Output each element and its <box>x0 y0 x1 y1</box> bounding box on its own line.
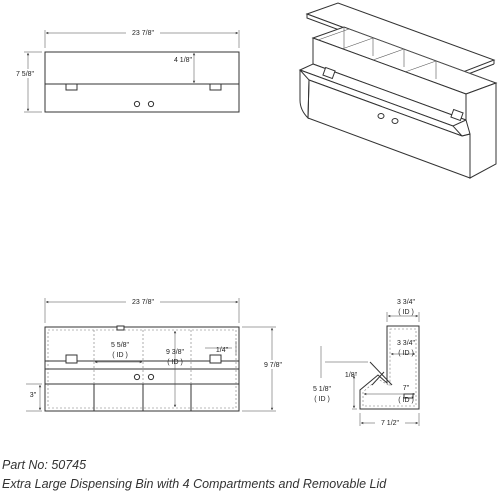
part-number: Part No: 50745 <box>2 458 87 472</box>
latch-left-open <box>65 354 78 364</box>
compartment-width-label: 5 5/8" <box>111 342 130 349</box>
inner-depth-label: 3 3/4" <box>397 340 416 347</box>
front-view-with-lid: 23 7/8" 7 5/8" 4 1/8" <box>10 28 240 113</box>
total-depth-label: 7 1/2" <box>381 420 400 427</box>
wall-thickness-label: 1/4" <box>216 347 229 354</box>
latch-right <box>209 83 222 91</box>
iso-hole-right <box>391 118 399 124</box>
side-profile-view: 3 3/4" ( ID ) 3 3/4" ( ID ) 1/8" 5 1/8" … <box>313 299 420 427</box>
iso-latch-right <box>450 108 464 122</box>
slot-label: 1/8" <box>345 372 358 379</box>
hole-left <box>133 100 141 108</box>
lid-height-label: 4 1/8" <box>174 57 193 64</box>
inner-depth-id: ( ID ) <box>398 350 414 357</box>
isometric-view <box>298 2 498 179</box>
iso-hole-left <box>377 113 385 119</box>
latch-right-open <box>209 354 222 364</box>
compartment-width-id: ( ID ) <box>112 352 128 359</box>
lower-height-label: 5 1/8" <box>313 386 332 393</box>
iso-latch-left <box>322 66 336 80</box>
front-lid-width-label: 23 7/8" <box>132 30 154 37</box>
opening-height-label: 3" <box>30 392 37 399</box>
compartment-height-label: 9 3/8" <box>166 349 185 356</box>
top-depth-label: 3 3/4" <box>397 299 416 306</box>
product-description: Extra Large Dispensing Bin with 4 Compar… <box>2 477 387 491</box>
latch-left <box>65 83 78 91</box>
hole-right <box>147 100 155 108</box>
front-view-open: 23 7/8" 5 5/8" ( ID ) 9 3/8" ( ID ) 1/4"… <box>26 297 288 412</box>
lower-height-id: ( ID ) <box>314 396 330 403</box>
inner-width-label: 7" <box>403 385 410 392</box>
front-width-label: 23 7/8" <box>132 299 154 306</box>
inner-width-id: ( ID ) <box>398 397 414 404</box>
compartment-height-id: ( ID ) <box>167 359 183 366</box>
total-height-label: 9 7/8" <box>264 362 283 369</box>
top-depth-id: ( ID ) <box>398 309 414 316</box>
front-lid-height-label: 7 5/8" <box>16 71 35 78</box>
